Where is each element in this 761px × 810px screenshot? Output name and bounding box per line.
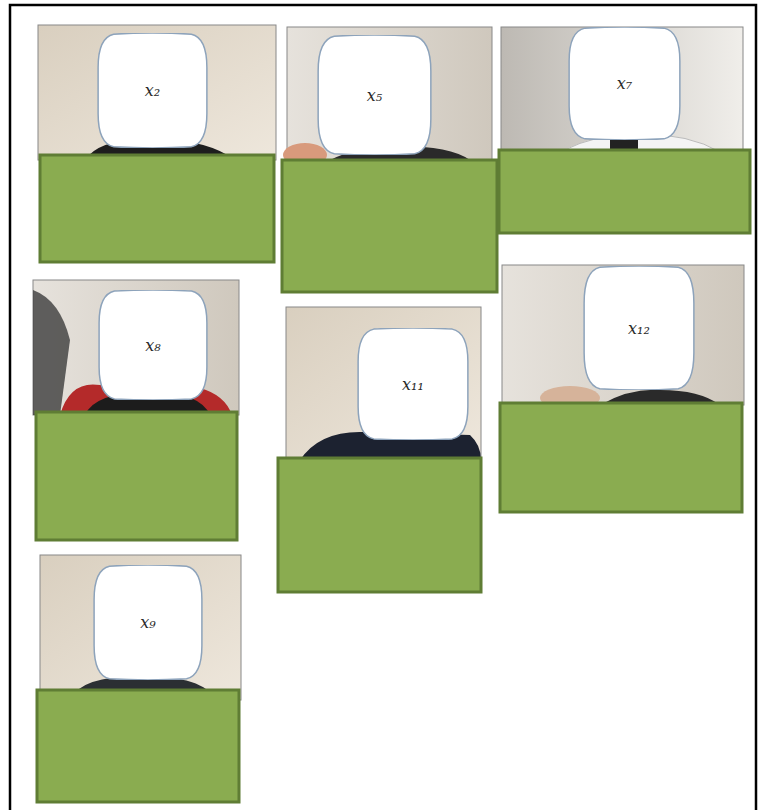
variable-label: x₁₁ — [402, 375, 424, 394]
variable-label: x₉ — [140, 613, 155, 632]
face-mask: x₅ — [317, 35, 432, 155]
face-mask: x₁₁ — [357, 328, 469, 440]
face-mask: x₁₂ — [583, 266, 695, 390]
photo-tile — [282, 27, 497, 292]
photo-tile — [38, 25, 276, 262]
variable-label: x₁₂ — [628, 319, 650, 338]
photo-tile — [499, 27, 750, 233]
face-mask: x₂ — [97, 33, 208, 148]
photo-tile — [278, 307, 481, 592]
frame — [10, 5, 756, 810]
variable-label: x₈ — [145, 336, 160, 355]
variable-label: x₅ — [367, 86, 382, 105]
face-mask: x₇ — [568, 27, 681, 140]
face-mask: x₈ — [98, 290, 208, 400]
photo-tile — [500, 265, 744, 512]
variable-label: x₇ — [617, 74, 632, 93]
variable-label: x₂ — [145, 81, 160, 100]
photo-tile — [33, 280, 239, 540]
photo-tile — [37, 555, 241, 802]
face-mask: x₉ — [93, 565, 203, 680]
